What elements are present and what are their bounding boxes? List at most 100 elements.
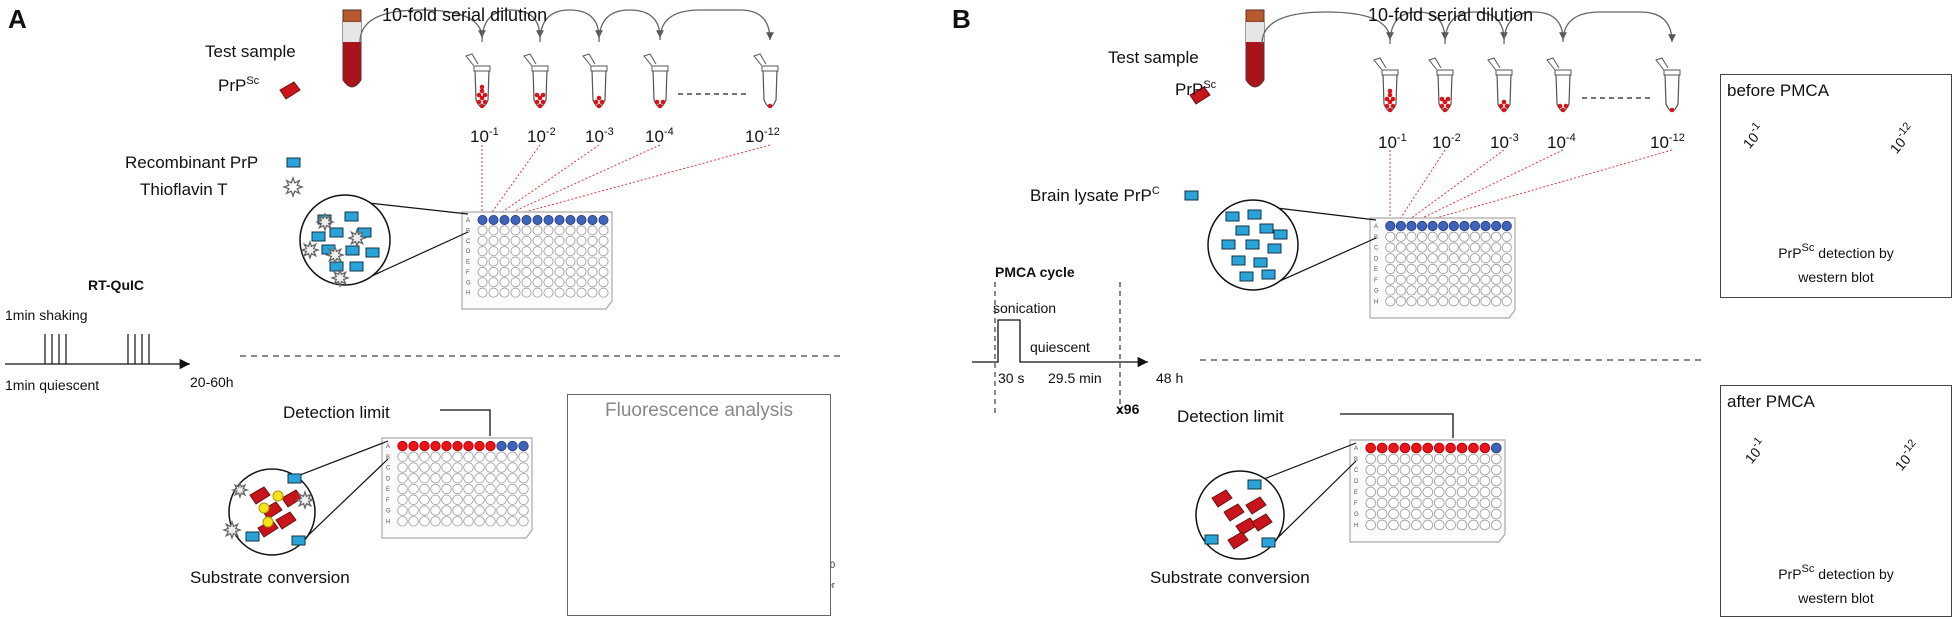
panel-b-lower-substrate	[1204, 534, 1219, 545]
panel-b-lower-well	[1411, 486, 1422, 498]
panel-a-upper-well	[532, 215, 543, 225]
panel-b-upper-well	[1501, 263, 1512, 275]
panel-a-upper-well	[565, 225, 576, 236]
panel-a-upper-well	[510, 256, 521, 267]
panel-b-upper-well	[1416, 242, 1428, 253]
panel-a-lower-well	[430, 451, 441, 462]
panel-b-upper-well	[1491, 220, 1502, 232]
panel-b-upper-well	[1501, 231, 1512, 242]
panel-a-lower-well	[430, 505, 441, 516]
panel-b-upper-well	[1385, 242, 1396, 253]
panel-a-lower-row-label: G	[386, 509, 391, 515]
panel-a-lower-well	[408, 440, 419, 452]
panel-a-upper-well	[488, 235, 499, 246]
panel-a-converted-prion	[249, 486, 271, 505]
panel-a-upper-well	[521, 287, 532, 298]
panel-b-lower-well	[1365, 486, 1377, 498]
panel-a-lower-well	[496, 505, 507, 516]
panel-a-converted-dye	[258, 502, 270, 514]
panel-b-lower-well	[1399, 475, 1411, 487]
panel-a-prion-shape	[279, 81, 301, 100]
panel-a-lower-well	[430, 516, 441, 527]
panel-a-upper-well	[598, 225, 609, 236]
panel-b-lower-well	[1445, 486, 1456, 498]
panel-a-upper-well	[521, 256, 532, 267]
panel-b-upper-well	[1491, 253, 1502, 264]
panel-b-sonication-time: 30 s	[998, 370, 1025, 386]
panel-b-upper-well	[1448, 220, 1459, 232]
panel-b-lower-well	[1445, 519, 1456, 531]
panel-b-lower-well	[1456, 442, 1468, 454]
panel-a-upper-well	[488, 225, 499, 236]
panel-a-lower-well	[474, 440, 485, 452]
panel-a-lower-well	[507, 462, 518, 473]
panel-b-upper-well	[1459, 220, 1470, 232]
panel-a-upper-well	[477, 277, 488, 288]
panel-b-upper-well	[1406, 296, 1417, 307]
panel-a-upper-well	[598, 246, 609, 257]
panel-b-lower-well	[1422, 453, 1434, 465]
panel-a-upper-well	[477, 246, 488, 257]
panel-b-lower-well	[1479, 486, 1491, 498]
panel-b-upper-well	[1406, 285, 1417, 296]
panel-b-upper-well	[1395, 285, 1406, 296]
panel-a-upper-well	[598, 235, 609, 246]
panel-b-lower-well	[1422, 519, 1434, 531]
panel-b-upper-well	[1491, 274, 1502, 285]
panel-a-upper-well	[576, 235, 587, 246]
panel-a-upper-well	[554, 215, 565, 225]
panel-a-zoom-circle-line	[369, 231, 469, 278]
panel-a-upper-row-label: A	[466, 218, 470, 224]
panel-b-substrate-legend-icon	[1184, 190, 1199, 201]
panel-b-upper-well	[1501, 285, 1512, 296]
blot-after-caption-2: western blot	[1798, 590, 1874, 606]
panel-b-lower-well	[1468, 442, 1479, 454]
panel-a-lower-well	[408, 505, 419, 516]
panel-a-dilution-arc	[481, 9, 544, 43]
panel-a-zoom-dye	[347, 228, 367, 248]
panel-a-lower-well	[397, 483, 408, 495]
panel-a-upper-well	[488, 266, 499, 277]
panel-b-upper-well	[1416, 285, 1428, 296]
panel-a-protocol-title: RT-QuIC	[88, 277, 144, 293]
panel-a-lower-well	[518, 483, 529, 495]
panel-a-upper-well	[587, 235, 598, 246]
panel-a-lower-well	[441, 494, 452, 505]
panel-a-zoom-substrate	[349, 261, 364, 272]
panel-a-upper-well	[499, 215, 510, 225]
panel-a-lower-well	[441, 505, 452, 516]
panel-b-upper-well	[1438, 274, 1449, 285]
panel-b-lower-well	[1422, 486, 1434, 498]
blot-before-title: before PMCA	[1727, 81, 1830, 100]
panel-a-lower-well	[507, 440, 518, 452]
panel-b-zoom-substrate	[1267, 243, 1282, 254]
panel-a-lower-row-label: D	[386, 476, 391, 482]
panel-b-lower-well	[1399, 519, 1411, 531]
panel-a-zoom-dye	[315, 212, 335, 232]
panel-b-lower-well	[1445, 453, 1456, 465]
panel-a-lower-dye	[222, 520, 242, 540]
panel-a-zoom-dye	[325, 245, 345, 265]
panel-b-upper-well	[1501, 220, 1512, 232]
panel-b-upper-well	[1395, 220, 1406, 232]
panel-a-substrate-label: Recombinant PrP	[125, 153, 259, 172]
panel-a-upper-well	[543, 246, 554, 257]
panel-b-zoom-circle-line	[1277, 207, 1377, 221]
panel-a-lower-well	[474, 516, 485, 527]
panel-b-upper-well	[1480, 242, 1491, 253]
panel-a-lower-well	[518, 473, 529, 484]
panel-b-upper-row-label: E	[1374, 267, 1378, 273]
panel-b-zoom-circle-line	[1277, 237, 1377, 283]
panel-b-upper-well	[1491, 263, 1502, 275]
panel-b-protocol-title: PMCA cycle	[995, 264, 1075, 280]
panel-a-lower-well	[397, 462, 408, 473]
panel-b-lower-well	[1399, 508, 1411, 520]
panel-a-lower-well	[474, 494, 485, 505]
panel-a-lower-well	[496, 462, 507, 473]
panel-b-transfer-line	[1413, 149, 1564, 223]
panel-b-lower-well	[1399, 464, 1411, 476]
panel-b-upper-well	[1469, 220, 1481, 232]
panel-b-upper-well	[1416, 220, 1428, 232]
panel-b-upper-well	[1501, 253, 1512, 264]
